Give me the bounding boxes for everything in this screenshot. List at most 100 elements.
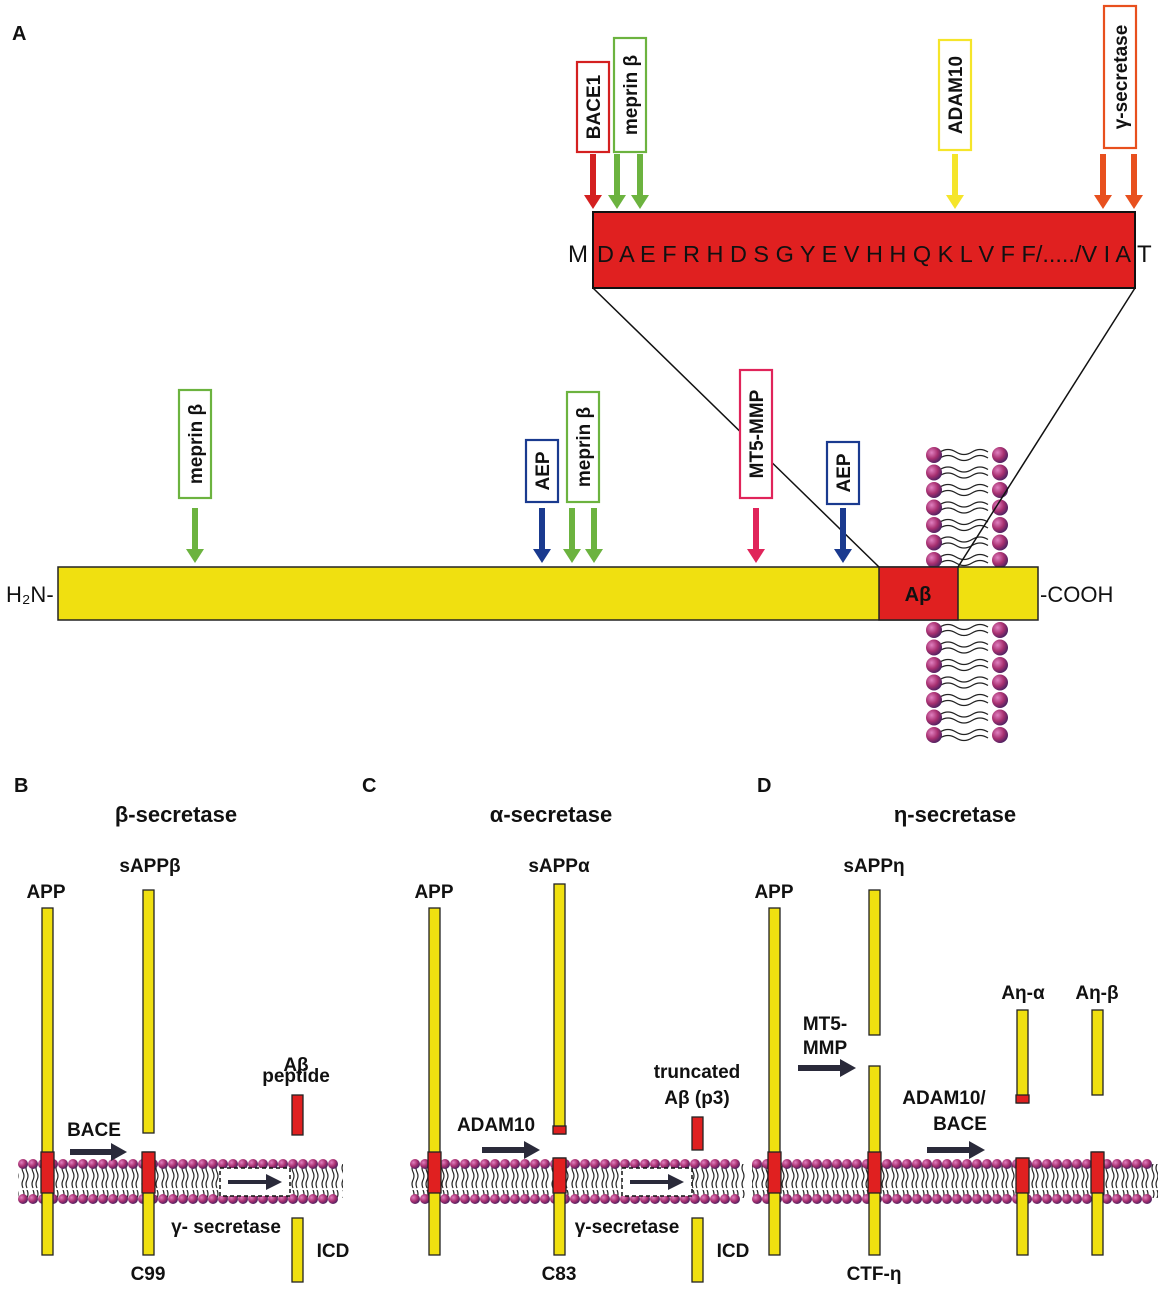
gamma-secretase-box-text: γ-secretase — [1111, 25, 1132, 130]
abeta-sequence: D A E F R H D S G Y E V H H Q K L V F F/… — [597, 241, 1132, 267]
lipid-tail — [939, 623, 989, 631]
c-terminus-label: -COOH — [1040, 582, 1113, 607]
lipid-head — [932, 1194, 942, 1204]
panel-b-sapp-bar — [142, 889, 155, 1134]
lipid-head — [992, 1194, 1002, 1204]
panel-d-mt5-arrow — [798, 1059, 856, 1077]
panel-c-p3-peptide — [691, 1116, 704, 1151]
lipid-head — [78, 1159, 88, 1169]
lipid-tail — [939, 524, 989, 532]
panel-d-app-bar — [767, 907, 782, 1256]
lipid-head — [926, 552, 942, 568]
lipid-head — [168, 1194, 178, 1204]
membrane-panel-c — [410, 1159, 745, 1204]
lipid-head — [208, 1194, 218, 1204]
lipid-head — [128, 1159, 138, 1169]
panel-d-app-label: APP — [754, 882, 793, 903]
lipid-head — [912, 1194, 922, 1204]
panel-b-peptide-line1: Aβ — [283, 1055, 308, 1076]
lipid-head — [238, 1159, 248, 1169]
lipid-tail — [939, 682, 989, 689]
lipid-tail — [939, 629, 989, 637]
panel-c-gamma-label: γ-secretase — [575, 1217, 680, 1238]
lipid-head — [710, 1194, 720, 1204]
lipid-head — [942, 1194, 952, 1204]
lipid-head — [926, 482, 942, 498]
lipid-head — [540, 1159, 550, 1169]
lipid-head — [570, 1194, 580, 1204]
lipid-head — [500, 1159, 510, 1169]
lipid-head — [328, 1194, 338, 1204]
lipid-head — [922, 1194, 932, 1204]
lipid-head — [700, 1159, 710, 1169]
lipid-head — [926, 622, 942, 638]
panel-d-an-alpha-bar — [1015, 1009, 1030, 1104]
panel-d-ctf-label: CTF-η — [847, 1264, 902, 1285]
adam10-box: ADAM10 — [937, 38, 973, 152]
panel-b-enzyme-label: BACE — [67, 1120, 121, 1141]
lipid-head — [972, 1159, 982, 1169]
meprin-beta-box-top: meprin β — [612, 36, 648, 154]
lipid-head — [198, 1194, 208, 1204]
gamma-secretase-box: γ-secretase — [1102, 4, 1138, 150]
lipid-head — [98, 1194, 108, 1204]
lipid-head — [730, 1159, 740, 1169]
lipid-head — [992, 464, 1008, 481]
lipid-head — [288, 1159, 298, 1169]
lipid-head — [440, 1194, 450, 1204]
bace1-box-text: BACE1 — [584, 74, 605, 139]
lipid-head — [1062, 1159, 1072, 1169]
lipid-head — [450, 1159, 460, 1169]
panel-label-b: B — [14, 775, 28, 797]
lipid-head — [710, 1159, 720, 1169]
lipid-tail — [939, 448, 989, 456]
lipid-head — [902, 1194, 912, 1204]
lipid-head — [460, 1159, 470, 1169]
sequence-box — [592, 211, 1136, 289]
lipid-head — [1112, 1159, 1122, 1169]
lipid-head — [926, 499, 942, 516]
lipid-head — [1072, 1194, 1082, 1204]
panel-d-an-beta-bar — [1091, 1009, 1104, 1096]
lipid-head — [892, 1194, 902, 1204]
panel-c-adam10-arrow — [482, 1141, 540, 1159]
meprin-arrow-2a — [563, 508, 581, 563]
panel-c-icd-bar — [691, 1217, 704, 1283]
lipid-head — [926, 674, 942, 691]
mt5-mmp-box: MT5-MMP — [738, 368, 774, 500]
lipid-head — [982, 1194, 992, 1204]
lipid-head — [926, 692, 942, 708]
lipid-head — [318, 1159, 328, 1169]
panel-d-ctf-bar — [867, 1065, 882, 1256]
lipid-tail — [939, 518, 989, 526]
panel-c-gamma-arrow — [621, 1167, 693, 1197]
lipid-head — [178, 1159, 188, 1169]
lipid-tail — [939, 676, 989, 683]
lipid-head — [690, 1159, 700, 1169]
lipid-head — [992, 1159, 1002, 1169]
panel-d-sapp-label: sAPPη — [843, 856, 904, 877]
lipid-head — [610, 1159, 620, 1169]
lipid-head — [470, 1194, 480, 1204]
lipid-head — [812, 1159, 822, 1169]
panel-b-c99-bar — [141, 1151, 156, 1256]
lipid-head — [288, 1194, 298, 1204]
lipid-head — [510, 1194, 520, 1204]
lipid-head — [580, 1194, 590, 1204]
lipid-head — [248, 1159, 258, 1169]
lipid-head — [660, 1159, 670, 1169]
panel-d-adam-bace-arrow — [927, 1141, 985, 1159]
panel-b-peptide-line2: peptide — [262, 1066, 330, 1087]
panel-d-enzyme-line1: MT5- — [803, 1014, 847, 1035]
lipid-tail — [939, 553, 989, 561]
lipid-head — [690, 1194, 700, 1204]
mt5-mmp-box-text: MT5-MMP — [747, 389, 768, 478]
lipid-head — [680, 1159, 690, 1169]
lipid-head — [992, 657, 1008, 673]
lipid-tail — [939, 542, 989, 549]
panel-c-enzyme-label: ADAM10 — [457, 1115, 535, 1136]
lipid-head — [992, 692, 1008, 708]
bar-layer — [40, 883, 1105, 1283]
panel-b-bace-arrow — [70, 1143, 127, 1161]
lipid-head — [730, 1194, 740, 1204]
